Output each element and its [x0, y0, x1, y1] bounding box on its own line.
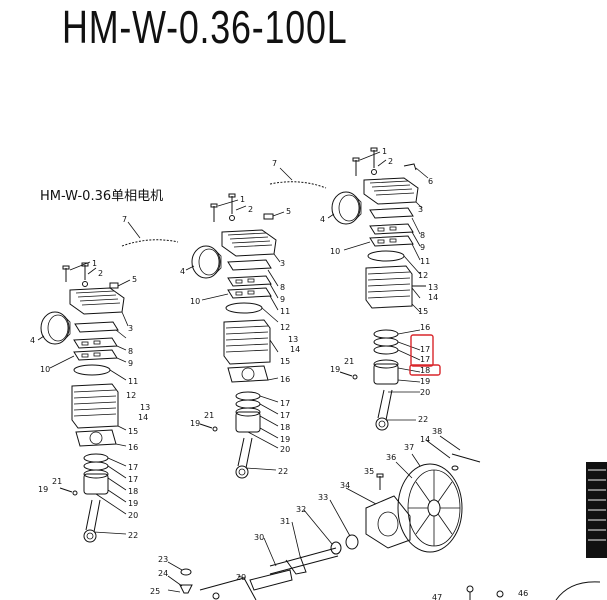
callout-9-right: 9 — [420, 243, 425, 252]
callout-21: 21 — [52, 477, 62, 486]
callout-3: 3 — [128, 324, 133, 333]
highlight-box-18 — [409, 364, 441, 376]
callout-9-middle: 9 — [280, 295, 285, 304]
callout-17a: 17 — [128, 463, 138, 472]
callout-37: 37 — [404, 443, 414, 452]
callout-4-right: 4 — [320, 215, 325, 224]
callout-22: 22 — [128, 531, 138, 540]
callout-8-right: 8 — [420, 231, 425, 240]
callout-18-right: 18 — [420, 366, 430, 375]
callout-19-left: 19 — [38, 485, 48, 494]
callout-11: 11 — [128, 377, 138, 386]
callout-13: 13 — [140, 403, 150, 412]
callout-47: 47 — [432, 593, 442, 600]
callout-18-middle: 18 — [280, 423, 290, 432]
callout-22-middle: 22 — [278, 467, 288, 476]
callout-23: 23 — [158, 555, 168, 564]
callout-15-middle: 15 — [280, 357, 290, 366]
callout-15: 15 — [128, 427, 138, 436]
callout-7-middle: 7 — [122, 215, 127, 224]
callout-14-right: 14 — [428, 293, 438, 302]
diagram-title: HM-W-0.36-100L — [62, 1, 348, 53]
callout-21-right: 21 — [344, 357, 354, 366]
callout-35: 35 — [364, 467, 374, 476]
callout-3-right: 3 — [418, 205, 423, 214]
callout-11-right: 11 — [420, 257, 430, 266]
callout-17a-right: 17 — [420, 345, 430, 354]
callout-20-middle: 20 — [280, 445, 290, 454]
callout-4: 4 — [30, 336, 35, 345]
callout-15-right: 15 — [418, 307, 428, 316]
callout-10-middle: 10 — [190, 297, 200, 306]
callout-14: 14 — [138, 413, 148, 422]
callout-8: 8 — [128, 347, 133, 356]
diagram-subtitle: HM-W-0.36单相电机 — [40, 189, 164, 204]
callout-19-middle: 19 — [280, 435, 290, 444]
callout-33: 33 — [318, 493, 328, 502]
callout-12-right: 12 — [418, 271, 428, 280]
callout-16-middle: 16 — [280, 375, 290, 384]
callout-8-middle: 8 — [280, 283, 285, 292]
callout-13-right: 13 — [428, 283, 438, 292]
callout-13-middle: 13 — [288, 335, 298, 344]
callout-14-middle: 14 — [290, 345, 300, 354]
callout-2: 2 — [98, 269, 103, 278]
callout-4-middle: 4 — [180, 267, 185, 276]
callout-36: 36 — [386, 453, 396, 462]
callout-20-right: 20 — [420, 388, 430, 397]
callout-19-left-right: 19 — [330, 365, 340, 374]
callout-5-middle: 5 — [286, 207, 291, 216]
right-assembly: 7 — [269, 147, 441, 431]
callout-9: 9 — [128, 359, 133, 368]
callout-21-middle: 21 — [204, 411, 214, 420]
callout-32: 32 — [296, 505, 306, 514]
callout-34: 34 — [340, 481, 350, 490]
callout-10-right: 10 — [330, 247, 340, 256]
callout-14-drive: 14 — [420, 435, 430, 444]
callout-5: 5 — [132, 275, 137, 284]
callout-7-right: 7 — [272, 159, 277, 168]
callout-1-middle: 1 — [240, 195, 245, 204]
drive-assembly: 36 37 14 38 35 34 33 32 31 30 29 23 24 2… — [150, 427, 601, 600]
callout-30: 30 — [254, 533, 264, 542]
callout-2-right: 2 — [388, 157, 393, 166]
callout-16-right: 16 — [420, 323, 430, 332]
callout-31: 31 — [280, 517, 290, 526]
callout-16: 16 — [128, 443, 138, 452]
callout-2-middle: 2 — [248, 205, 253, 214]
callout-25: 25 — [150, 587, 160, 596]
callout-17a-middle: 17 — [280, 399, 290, 408]
edge-part — [586, 462, 607, 558]
left-assembly: 1 2 5 3 4 8 9 10 11 12 13 14 15 16 17 17… — [30, 259, 150, 543]
callout-18: 18 — [128, 487, 138, 496]
callout-1: 1 — [92, 259, 97, 268]
callout-20: 20 — [128, 511, 138, 520]
callout-12-middle: 12 — [280, 323, 290, 332]
callout-12: 12 — [126, 391, 136, 400]
callout-29: 29 — [236, 573, 246, 582]
callout-19-left-middle: 19 — [190, 419, 200, 428]
highlight-box-17 — [410, 334, 434, 367]
middle-assembly: 7 — [121, 193, 300, 479]
callout-3-middle: 3 — [280, 259, 285, 268]
callout-1-right: 1 — [382, 147, 387, 156]
callout-19: 19 — [128, 499, 138, 508]
callout-22-right: 22 — [418, 415, 428, 424]
callout-38: 38 — [432, 427, 442, 436]
callout-17b-middle: 17 — [280, 411, 290, 420]
callout-19-right: 19 — [420, 377, 430, 386]
callout-10: 10 — [40, 365, 50, 374]
callout-24: 24 — [158, 569, 168, 578]
callout-17b: 17 — [128, 475, 138, 484]
callout-46: 46 — [518, 589, 528, 598]
callout-11-middle: 11 — [280, 307, 290, 316]
callout-17b-right: 17 — [420, 355, 430, 364]
callout-6-right: 6 — [428, 177, 433, 186]
